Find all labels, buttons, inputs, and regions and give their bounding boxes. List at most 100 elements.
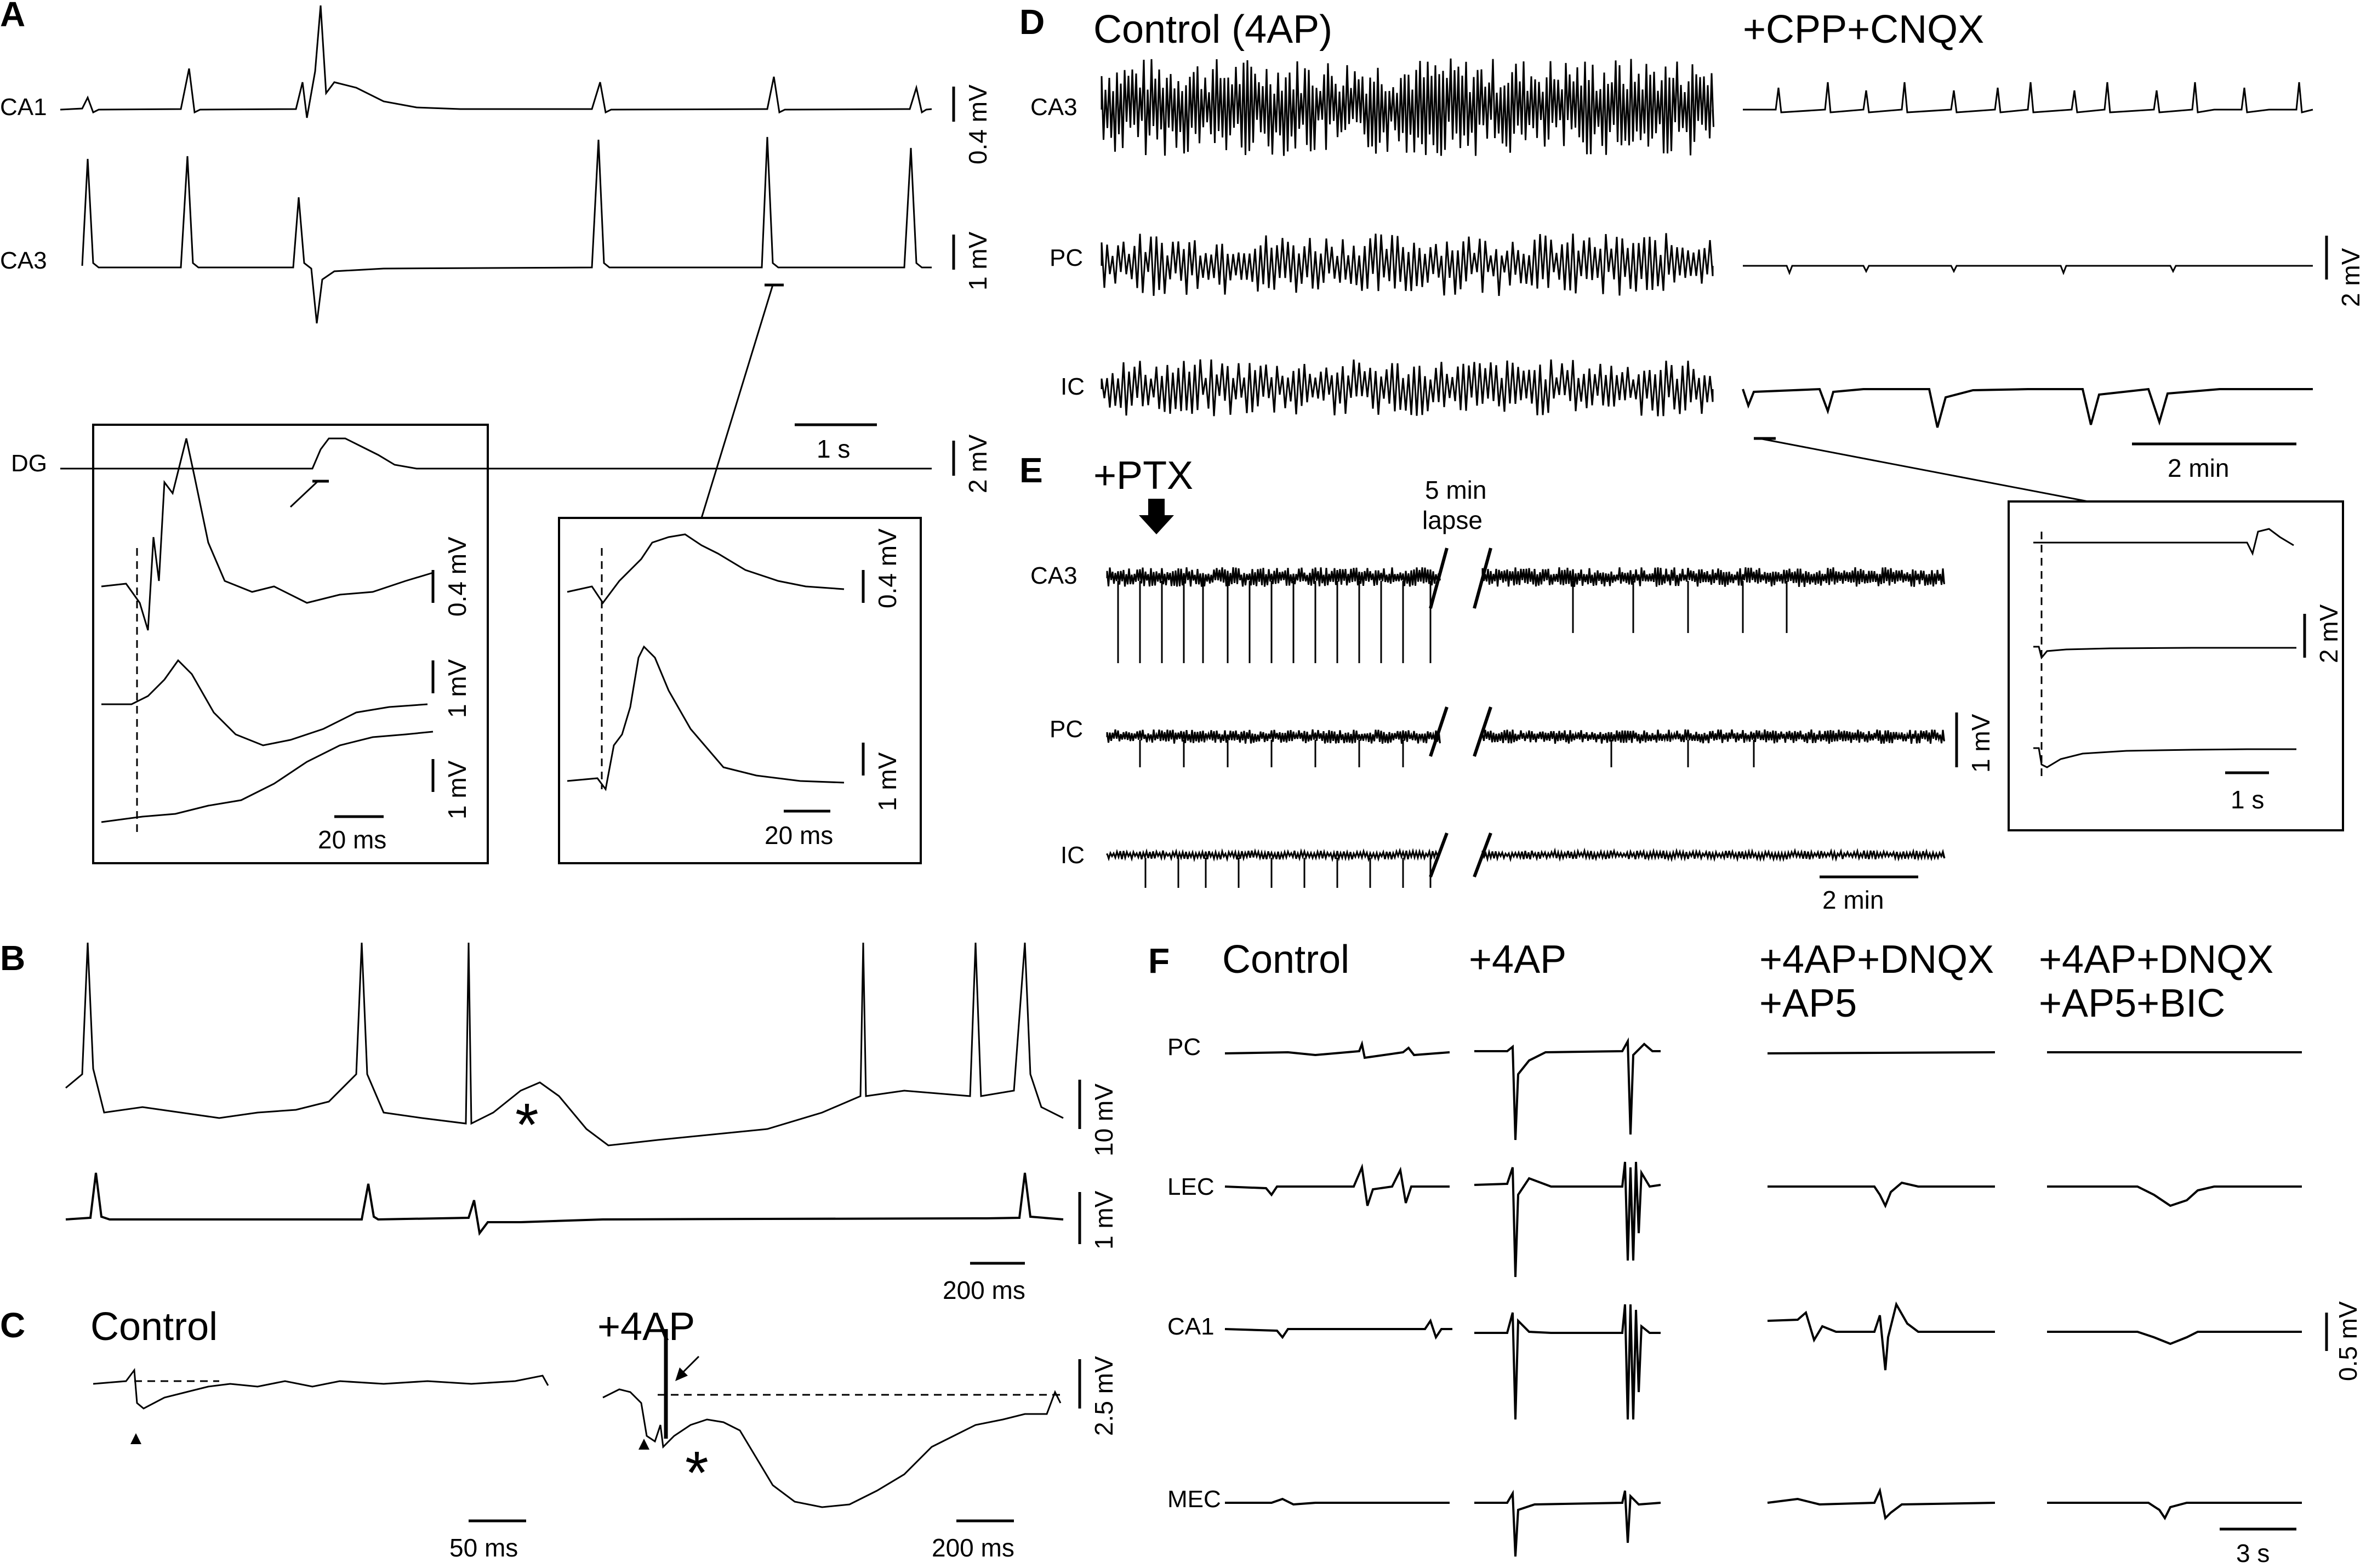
e-scale: 1 mV [1966,714,1995,773]
f-dnqx-ca1 [1767,1301,1995,1371]
e-break-pc [1429,706,1492,757]
c-trace-control [93,1367,549,1410]
a-scale-ca1: 0.4 mV [963,84,992,164]
e-ca3-noise-right [1481,567,1945,587]
panel-f: F Control +4AP +4AP+DNQX +AP5 +4AP+DNQX … [1148,938,2362,1567]
f-dnqx-lec [1768,1181,1995,1208]
f-dnqx-mec [1767,1487,1996,1521]
e-ic-noise-left [1106,847,1439,863]
d-inset-time: 1 s [2231,785,2264,814]
f-cond-bic-1: +4AP+DNQX [2039,938,2273,982]
a-scale-ca3: 1 mV [963,231,992,290]
d-time: 2 min [2168,454,2229,482]
panel-c-label: C [0,1305,25,1345]
panel-b-label: B [0,938,25,978]
panel-a-label: A [0,0,25,34]
a-trace-ca3 [81,136,932,324]
panel-b: B * 10 mV 1 mV 200 ms [0,938,1118,1304]
a-inset-left-trace-1 [101,438,434,631]
e-ca3-noise-left [1106,567,1441,587]
d-pc-spike-train [1101,233,1714,297]
d-inset-trace-3 [2033,747,2296,768]
c-arrow-head [675,1367,688,1381]
d-trace-ic-drug [1742,387,2313,428]
d-trace-pc-control [1101,233,1714,297]
a-callout-left [289,480,319,508]
d-cond-control: Control (4AP) [1093,8,1332,52]
a-inset-left-trace-3 [101,731,434,823]
d-ch-ca3: CA3 [1030,94,1077,121]
b-scale-lower: 1 mV [1090,1190,1118,1250]
f-bic-mec [2047,1502,2302,1520]
a-inset-left-scale-3: 1 mV [443,760,471,819]
a-inset-right: 0.4 mV 1 mV 20 ms [558,517,922,864]
a-ch-ca1: CA1 [0,94,47,121]
a-inset-right-scale-1: 0.4 mV [873,528,902,608]
d-trace-ic-control [1101,359,1714,417]
c-arrowhead-control [130,1433,141,1444]
panel-e-label: E [1019,451,1043,490]
a-inset-right-scale-2: 1 mV [873,752,902,811]
e-drug: +PTX [1093,454,1193,498]
f-control-lec [1224,1163,1450,1206]
f-cond-dnqx-2: +AP5 [1759,982,1857,1025]
f-cond-4ap: +4AP [1469,938,1566,982]
f-bic-ca1 [2047,1331,2302,1345]
b-trace-lower [65,1172,1064,1236]
d-inset-trace-2 [2033,646,2296,660]
panel-d: D Control (4AP) +CPP+CNQX CA3 PC IC 2 mV… [1019,2,2365,831]
f-dnqx-pc [1767,1051,1996,1054]
f-time: 3 s [2236,1539,2270,1567]
e-pc-downspikes [1139,740,1755,767]
d-cond-cppcnqx: +CPP+CNQX [1743,8,1984,52]
e-pc-noise-right [1481,729,1945,744]
d-scale: 2 mV [2336,248,2365,307]
d-ch-pc: PC [1050,244,1083,271]
a-callout-right [700,284,774,518]
panel-c: C Control +4AP * 50 ms 200 ms 2.5 mV [0,1305,1118,1562]
a-inset-right-box [558,517,922,864]
e-time: 2 min [1822,886,1884,914]
e-traces [1106,567,1946,888]
a-inset-left-scale-2: 1 mV [443,659,471,718]
f-ch-lec: LEC [1167,1173,1215,1200]
f-4ap-pc [1474,1037,1661,1141]
e-ch-ca3: CA3 [1030,562,1077,589]
a-trace-ca1 [60,5,932,118]
d-inset-trace-1 [2033,528,2294,556]
b-time: 200 ms [943,1276,1025,1304]
a-inset-left: 0.4 mV 1 mV 1 mV 20 ms [92,424,489,864]
d-ch-ic: IC [1061,373,1085,400]
e-ca3-downspikes-right [1572,581,1788,633]
e-break-ic [1429,832,1492,878]
e-arrow-icon [1139,499,1174,534]
f-ch-ca1: CA1 [1167,1313,1215,1340]
a-scale-dg: 2 mV [963,434,992,493]
d-trace-pc-drug [1743,265,2313,276]
a-inset-right-trace-1 [567,533,845,605]
panel-e: E +PTX 5 min lapse CA3 PC IC 1 mV 2 min [1019,451,1995,914]
e-ch-ic: IC [1061,842,1085,869]
e-lapse-1: 5 min [1425,476,1486,504]
b-scale-upper: 10 mV [1090,1084,1118,1156]
d-inset-box [2008,500,2344,831]
e-ic-noise-right [1481,847,1946,863]
e-ca3-downspikes-left [1117,581,1432,663]
e-ic-downspikes [1144,858,1432,888]
f-control-mec [1225,1497,1450,1506]
c-time-left: 50 ms [449,1533,518,1562]
f-4ap-ca1 [1474,1304,1661,1420]
d-trace-ca3-drug [1743,82,2313,113]
c-time-right: 200 ms [932,1533,1014,1562]
c-cond-4ap: +4AP [597,1305,695,1349]
a-ch-ca3: CA3 [0,247,47,274]
c-trace-4ap [602,1388,1062,1508]
panel-f-label: F [1148,941,1170,980]
c-scale: 2.5 mV [1090,1356,1118,1436]
f-ch-mec: MEC [1167,1486,1221,1513]
c-cond-control: Control [90,1305,218,1349]
f-scale: 0.5 mV [2334,1301,2362,1381]
f-control-ca1 [1224,1318,1452,1340]
f-4ap-lec [1474,1161,1661,1278]
